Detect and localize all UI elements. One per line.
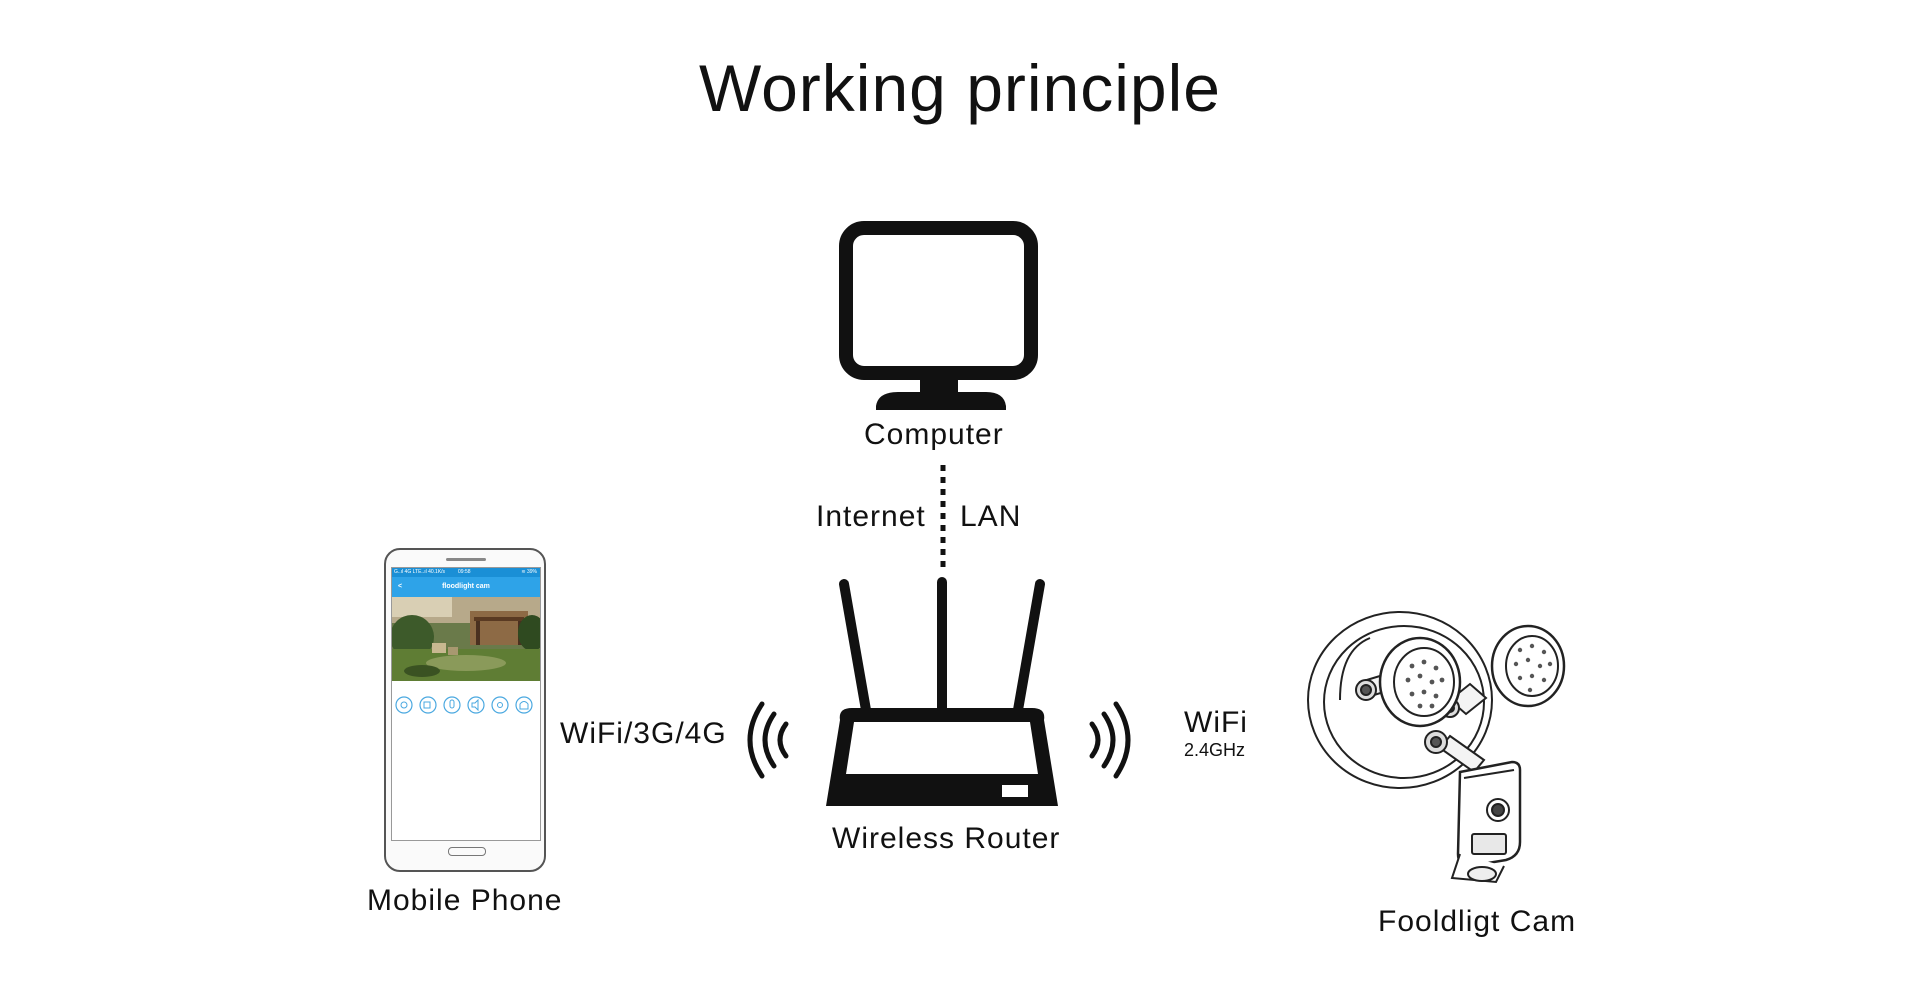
camera-feed-image [392, 597, 540, 681]
speaker-icon [467, 696, 485, 714]
phone-label: Mobile Phone [367, 884, 563, 917]
camera-label: Fooldligt Cam [1378, 905, 1577, 938]
left-signal-waves-icon [747, 701, 789, 779]
phone-screen: G..ıl 4G LTE..ıl 40.1K/s 09:58 ≋ 39% < f… [391, 567, 541, 841]
snapshot-icon [395, 696, 413, 714]
phone-app-header: < floodlight cam [392, 577, 540, 597]
internet-label: Internet [816, 500, 926, 533]
status-right-text: ≋ 39% [521, 569, 537, 575]
alarm-icon [515, 696, 533, 714]
app-controls-row [395, 696, 533, 714]
diagram-title: Working principle [699, 51, 1221, 125]
mic-icon [443, 696, 461, 714]
app-title: floodlight cam [442, 583, 490, 590]
phone-speaker [446, 558, 486, 561]
lan-label: LAN [960, 500, 1022, 533]
lan-connector-line [940, 465, 946, 573]
phone-home-button [448, 847, 486, 856]
status-time-text: 09:58 [458, 569, 471, 575]
router-icon [826, 577, 1058, 806]
phone-status-bar: G..ıl 4G LTE..ıl 40.1K/s 09:58 ≋ 39% [392, 568, 540, 577]
status-left-text: G..ıl 4G LTE..ıl 40.1K/s [394, 569, 446, 575]
computer-label: Computer [864, 418, 1004, 451]
floodlight-camera-icon [1307, 611, 1566, 884]
mobile-phone-device: G..ıl 4G LTE..ıl 40.1K/s 09:58 ≋ 39% < f… [384, 548, 546, 872]
mobile-network-label: WiFi/3G/4G [560, 717, 727, 750]
router-label: Wireless Router [832, 822, 1061, 855]
light-icon [491, 696, 509, 714]
computer-icon [839, 221, 1038, 410]
record-icon [419, 696, 437, 714]
wifi-label: WiFi [1184, 706, 1248, 739]
wifi-band-label: 2.4GHz [1184, 740, 1246, 760]
right-signal-waves-icon [1089, 701, 1131, 779]
back-icon[interactable]: < [398, 583, 403, 590]
